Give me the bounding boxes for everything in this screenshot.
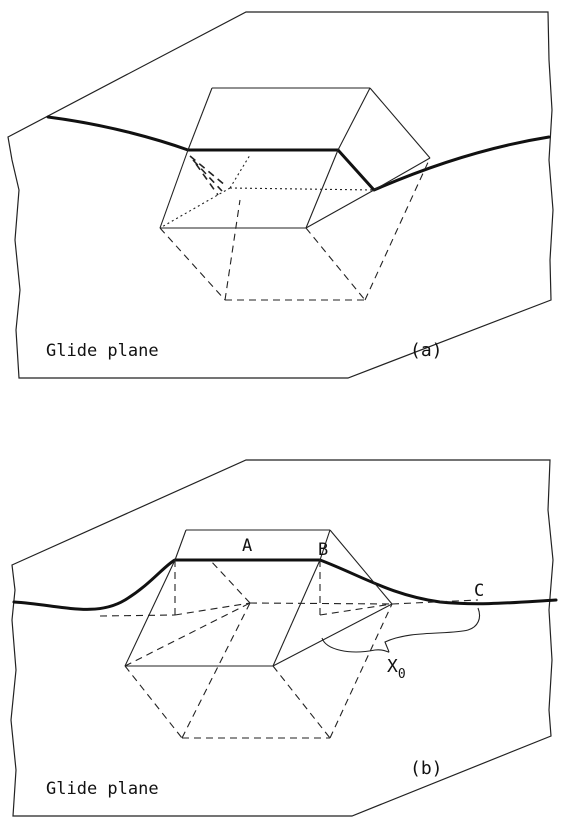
dislocation-line-a [46, 115, 551, 192]
glide-plane-b [10, 459, 554, 817]
panel-a: Glide plane (a) [7, 11, 554, 379]
glide-plane-label-b: Glide plane [46, 779, 159, 799]
panel-a-caption: (a) [410, 340, 443, 361]
glide-plane-label-a: Glide plane [46, 341, 159, 361]
width-label: X0 [387, 656, 406, 682]
width-brace [321, 607, 481, 653]
panel-b-caption: (b) [410, 758, 443, 779]
point-c-label: C [474, 581, 484, 601]
crystal-block-b [99, 529, 479, 739]
panel-b: A B C X0 Glide plane (b) [10, 459, 558, 817]
point-b-label: B [318, 540, 328, 560]
crystal-block-a [159, 87, 431, 301]
glide-plane-a [7, 11, 554, 379]
point-a-label: A [242, 536, 252, 556]
